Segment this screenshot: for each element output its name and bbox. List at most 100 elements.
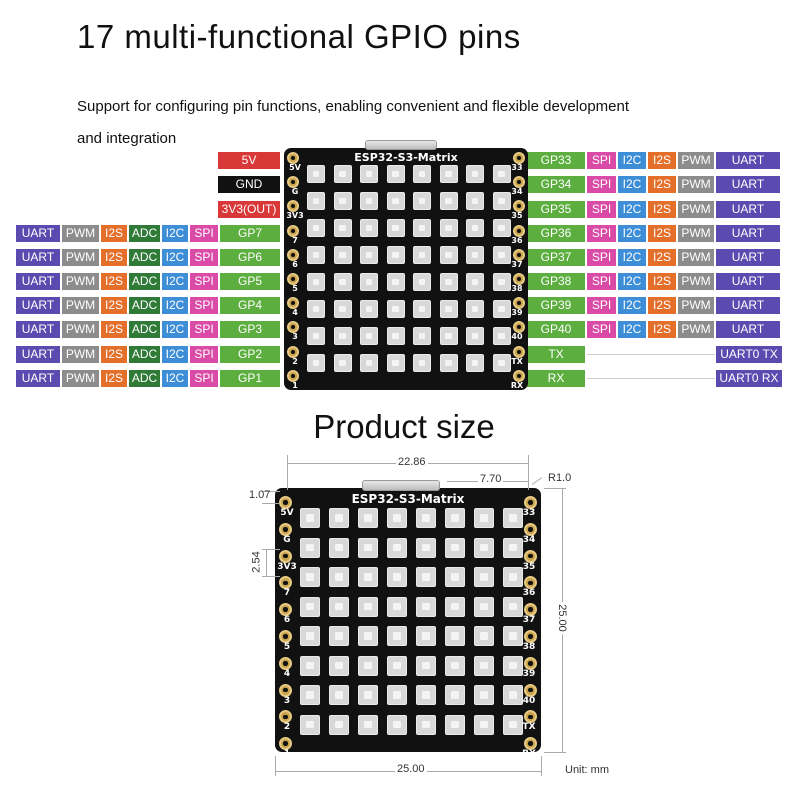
left-pin-mark: 3 — [283, 695, 291, 706]
right-gp39-func-i2s: I2S — [648, 297, 676, 314]
left-gpio-gp7: GP7 — [220, 225, 280, 242]
led-pixel — [358, 508, 378, 528]
right-gp34-func-i2c: I2C — [618, 176, 646, 193]
led-pixel — [300, 685, 320, 705]
led-pixel — [300, 508, 320, 528]
led-pixel — [329, 537, 349, 558]
right-pin-mark: 34 — [522, 534, 536, 545]
right-gpio-gp35: GP35 — [527, 201, 585, 218]
right-pin-mark: TX — [511, 356, 523, 366]
led-pixel — [300, 626, 320, 646]
right-pin-pad — [513, 321, 525, 334]
led-pixel — [445, 537, 465, 558]
led-pixel — [307, 165, 325, 183]
led-pixel — [358, 685, 378, 705]
right-gp35-func-i2c: I2C — [618, 201, 646, 218]
left-gp5-func-i2c: I2C — [162, 273, 188, 290]
left-pin-mark: 5 — [292, 284, 298, 293]
led-pixel — [333, 327, 352, 345]
left-gp2-func-i2c: I2C — [162, 346, 188, 363]
led-pixel — [307, 246, 325, 264]
right-pin-mark: 39 — [511, 308, 523, 318]
left-pin-pad — [287, 248, 299, 261]
led-pixel — [466, 165, 484, 183]
right-gp40-func-uart: UART — [716, 321, 780, 338]
led-pixel — [333, 246, 352, 264]
left-pin-mark: 2 — [283, 722, 291, 733]
right-gp33-func-i2s: I2S — [648, 152, 676, 169]
power-label-5v: 5V — [218, 152, 280, 169]
led-pixel — [439, 273, 458, 291]
left-gp2-func-pwm: PWM — [62, 346, 99, 363]
led-pixel — [466, 300, 484, 318]
left-gp2-func-uart: UART — [16, 346, 60, 363]
led-pixel — [416, 537, 436, 558]
left-pin-pad — [279, 576, 292, 590]
right-pin-pad — [513, 224, 525, 237]
left-pin-pad — [279, 737, 292, 751]
led-pixel — [416, 567, 436, 587]
left-pin-mark: 1 — [275, 749, 299, 752]
led-pixel — [439, 165, 458, 183]
led-pixel — [358, 626, 378, 646]
left-pin-pad — [287, 345, 299, 358]
left-gp5-func-uart: UART — [16, 273, 60, 290]
right-gp40-func-i2s: I2S — [648, 321, 676, 338]
led-pixel — [387, 714, 407, 735]
left-pin-pad — [287, 224, 299, 237]
right-gp33-func-pwm: PWM — [678, 152, 714, 169]
left-pin-pad — [279, 710, 292, 724]
left-pin-pad — [287, 297, 299, 310]
led-pixel — [300, 537, 320, 558]
left-pin-mark: G — [291, 187, 299, 197]
left-pin-pad — [279, 683, 292, 697]
left-gp4-func-pwm: PWM — [62, 297, 99, 314]
right-gp35-func-pwm: PWM — [678, 201, 714, 218]
right-gp33-func-i2c: I2C — [618, 152, 646, 169]
led-pixel — [503, 508, 523, 528]
led-pixel — [445, 508, 465, 528]
left-pin-mark: 4 — [283, 668, 291, 679]
left-gp7-func-spi: SPI — [190, 225, 218, 242]
right-gp39-func-i2c: I2C — [618, 297, 646, 314]
led-pixel — [360, 246, 378, 264]
led-pixel — [307, 300, 325, 318]
right-pin-mark: 38 — [511, 284, 523, 293]
right-gpio-gp40: GP40 — [527, 321, 585, 338]
subtitle-line-1: Support for configuring pin functions, e… — [77, 98, 630, 115]
dim-pin-pitch: 2.54 — [250, 551, 263, 573]
led-pixel — [386, 354, 405, 372]
right-pin-mark: 33 — [511, 163, 523, 172]
right-pin-pad — [524, 683, 537, 697]
led-pixel — [333, 165, 352, 183]
led-pixel — [474, 655, 494, 676]
led-pixel — [439, 354, 458, 372]
led-pixel — [503, 685, 523, 705]
led-pixel — [300, 567, 320, 587]
left-gp5-func-spi: SPI — [190, 273, 218, 290]
led-pixel — [503, 626, 523, 646]
left-pin-mark: G — [283, 534, 291, 545]
led-pixel — [416, 596, 436, 617]
led-pixel — [333, 300, 352, 318]
right-pin-mark: 37 — [511, 259, 523, 269]
left-pin-mark: 5V — [280, 508, 294, 518]
led-pixel — [329, 596, 349, 617]
right-pin-pad — [513, 297, 525, 310]
led-pixel — [333, 273, 352, 291]
left-pin-pad — [279, 522, 292, 536]
led-pixel — [416, 714, 436, 735]
right-gp36-func-spi: SPI — [587, 225, 616, 242]
right-pin-mark: RX — [517, 749, 541, 752]
led-pixel — [413, 165, 431, 183]
right-gp36-func-i2s: I2S — [648, 225, 676, 242]
led-pixel — [358, 567, 378, 587]
right-pin-mark: 38 — [522, 642, 536, 652]
right-gp38-func-pwm: PWM — [678, 273, 714, 290]
right-gp37-func-uart: UART — [716, 249, 780, 266]
left-gp6-func-uart: UART — [16, 249, 60, 266]
led-pixel — [503, 537, 523, 558]
led-pixel — [333, 354, 352, 372]
dim-height: 25.00 — [555, 602, 568, 634]
